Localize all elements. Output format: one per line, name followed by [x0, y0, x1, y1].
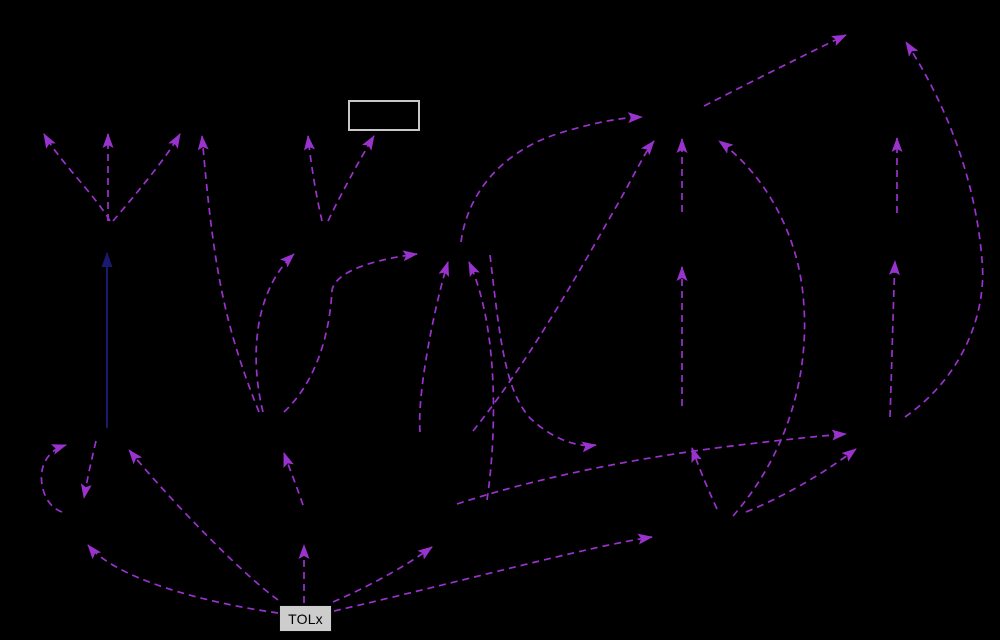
- graph-node-empty-box[interactable]: [348, 100, 420, 131]
- edge-fan-mid-2: [327, 135, 375, 222]
- edge-tolx-to-k: [333, 533, 653, 612]
- edge-e-to-hub2-scurve: [283, 250, 418, 413]
- edge-k-to-hub2-arc: [718, 140, 806, 517]
- graph-node-tolx[interactable]: TOLx: [279, 605, 332, 632]
- edge-h-to-hub3-left: [418, 261, 450, 433]
- edge-fan-mid-1: [303, 135, 323, 222]
- edge-tolx-to-g: [332, 546, 433, 603]
- edge-hub3-to-j: [489, 254, 597, 453]
- edge-k-to-j: [691, 447, 718, 510]
- edge-hub2-to-top: [703, 34, 847, 107]
- edge-n-to-b2: [888, 260, 900, 418]
- edge-c-to-d: [80, 440, 97, 499]
- edge-hub3-to-hub2: [460, 112, 643, 243]
- edge-tolx-to-d: [87, 544, 279, 614]
- edge-fan-left-1: [43, 133, 111, 222]
- edge-fan-left-3: [112, 133, 181, 222]
- edge-k-to-n: [745, 448, 857, 513]
- edge-e-to-201: [197, 135, 260, 413]
- edge-h-to-hub2-steep: [472, 140, 655, 432]
- edge-tolx-to-c: [128, 449, 279, 601]
- edge-g-to-hub3-right: [468, 261, 495, 501]
- edge-d-to-c-loop: [40, 444, 67, 513]
- edge-n-to-top-arc: [904, 41, 984, 418]
- edge-g-to-n-long: [456, 429, 847, 505]
- edge-e-to-hub-mid: [255, 253, 295, 413]
- edge-f-to-e: [283, 452, 304, 506]
